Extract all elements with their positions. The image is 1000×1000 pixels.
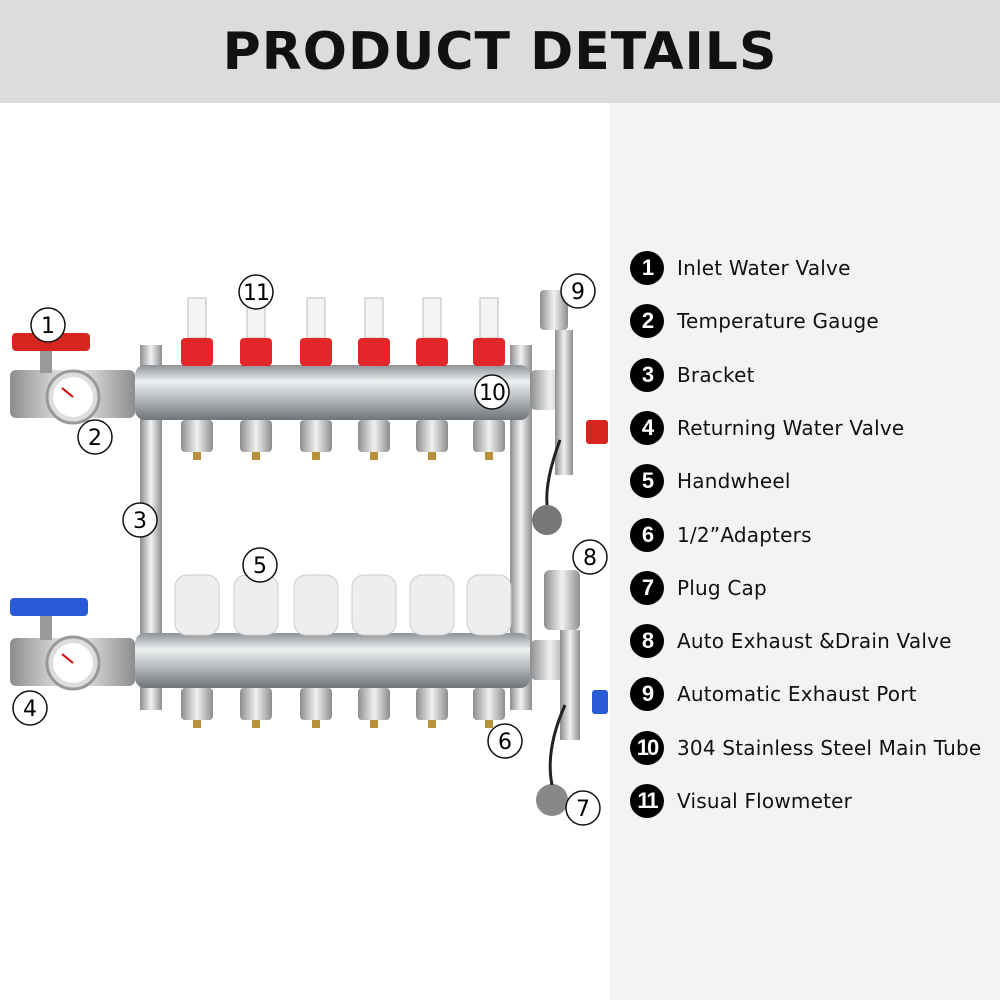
handwheel (174, 574, 220, 636)
callout-marker: 4 (12, 690, 48, 726)
callout-number: 5 (253, 554, 267, 579)
flowmeter (473, 297, 505, 366)
callout-marker: 9 (560, 273, 596, 309)
supply-main-tube (135, 365, 530, 420)
callout-number: 9 (571, 280, 585, 305)
callout-marker: 3 (122, 502, 158, 538)
adapter (300, 688, 332, 728)
auto-exhaust-drain-valve (530, 570, 608, 816)
legend-number-badge: 4 (630, 410, 664, 445)
adapter (416, 420, 448, 460)
handwheel (293, 574, 339, 636)
page-title: PRODUCT DETAILS (222, 21, 778, 82)
legend-label: Returning Water Valve (677, 415, 905, 440)
legend-label: 304 Stainless Steel Main Tube (677, 735, 982, 760)
legend-number-badge: 5 (630, 464, 664, 499)
callout-marker: 1 (30, 307, 66, 343)
legend-number-badge: 1 (630, 251, 664, 285)
flowmeter (358, 297, 390, 366)
header-banner: PRODUCT DETAILS (0, 0, 1000, 103)
legend-label: 1/2”Adapters (677, 522, 812, 547)
legend-number-badge: 11 (630, 784, 664, 818)
legend-item: 9 Automatic Exhaust Port (630, 676, 917, 712)
callout-marker: 7 (565, 790, 601, 826)
legend-item: 1 Inlet Water Valve (630, 250, 851, 286)
adapter (358, 420, 390, 460)
adapter (358, 688, 390, 728)
legend-label: Handwheel (677, 469, 791, 494)
handwheel (409, 574, 455, 636)
legend-item: 8 Auto Exhaust &Drain Valve (630, 623, 952, 659)
legend-panel (610, 103, 1000, 1000)
adapter (473, 688, 505, 728)
legend-label: Plug Cap (677, 575, 767, 600)
callout-number: 11 (243, 281, 269, 306)
adapter (181, 420, 213, 460)
return-main-tube (135, 633, 530, 688)
adapter (300, 420, 332, 460)
callout-number: 4 (23, 697, 37, 722)
bracket-right (510, 345, 532, 710)
legend-item: 10 304 Stainless Steel Main Tube (630, 730, 981, 766)
legend-label: Automatic Exhaust Port (677, 682, 917, 707)
legend-number-badge: 6 (630, 517, 664, 552)
callout-marker: 11 (238, 274, 274, 310)
legend-item: 6 1/2”Adapters (630, 517, 812, 553)
callout-number: 2 (88, 426, 102, 451)
legend-label: Temperature Gauge (677, 309, 879, 334)
legend-item: 3 Bracket (630, 357, 755, 393)
flowmeter (300, 297, 332, 366)
legend-item: 7 Plug Cap (630, 570, 767, 606)
legend-item: 11 Visual Flowmeter (630, 783, 852, 819)
handwheel (466, 574, 512, 636)
legend-number-badge: 3 (630, 357, 664, 392)
callout-number: 10 (479, 381, 505, 406)
callout-marker: 8 (572, 539, 608, 575)
legend-item: 4 Returning Water Valve (630, 410, 904, 446)
legend-item: 2 Temperature Gauge (630, 303, 879, 339)
inlet-water-valve (10, 333, 135, 425)
flowmeter (181, 297, 213, 366)
adapter (240, 688, 272, 728)
callout-marker: 10 (474, 374, 510, 410)
legend-number-badge: 10 (630, 730, 664, 765)
callout-marker: 5 (242, 547, 278, 583)
callout-number: 3 (133, 509, 147, 534)
legend-label: Visual Flowmeter (677, 789, 853, 813)
flowmeter (416, 297, 448, 366)
callout-marker: 2 (77, 419, 113, 455)
callout-number: 7 (576, 797, 590, 822)
adapter (416, 688, 448, 728)
adapter (240, 420, 272, 460)
legend-item: 5 Handwheel (630, 463, 791, 499)
legend-number-badge: 7 (630, 570, 664, 605)
legend-number-badge: 8 (630, 624, 664, 659)
adapter (473, 420, 505, 460)
legend-number-badge: 9 (630, 677, 664, 712)
legend-label: Bracket (677, 362, 755, 387)
legend-number-badge: 2 (630, 304, 664, 339)
callout-number: 1 (41, 314, 55, 339)
handwheel (233, 574, 279, 636)
callout-marker: 6 (487, 723, 523, 759)
returning-water-valve (10, 598, 135, 691)
adapter (181, 688, 213, 728)
callout-number: 8 (583, 546, 597, 571)
automatic-exhaust-port (530, 290, 608, 535)
callout-number: 6 (498, 730, 512, 755)
manifold-illustration: 1 2 3 4 5 6 7 8 9 10 11 (10, 273, 608, 826)
handwheel (351, 574, 397, 636)
legend-label: Auto Exhaust &Drain Valve (677, 629, 952, 654)
legend-label: Inlet Water Valve (677, 256, 851, 280)
